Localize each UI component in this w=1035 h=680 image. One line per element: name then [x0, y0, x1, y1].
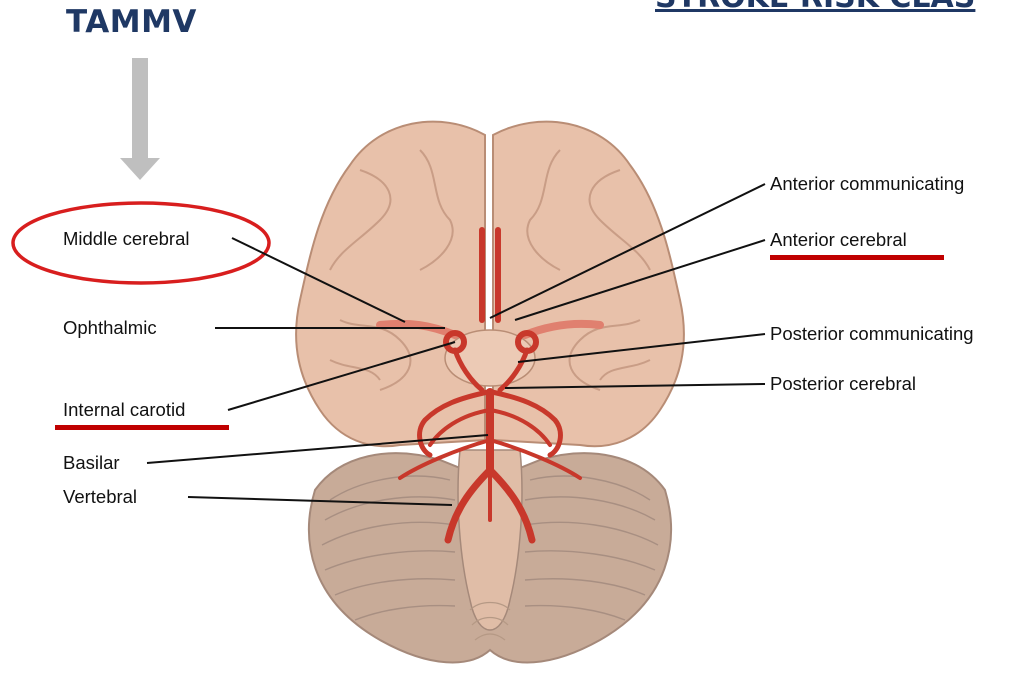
label-anterior-cerebral: Anterior cerebral	[770, 231, 907, 250]
label-basilar: Basilar	[63, 454, 120, 473]
label-vertebral: Vertebral	[63, 488, 137, 507]
anterior-cerebral-underline	[770, 255, 944, 260]
internal-carotid-underline	[55, 425, 229, 430]
label-ophthalmic: Ophthalmic	[63, 319, 157, 338]
label-internal-carotid: Internal carotid	[63, 401, 185, 420]
label-anterior-communicating: Anterior communicating	[770, 175, 964, 194]
label-posterior-cerebral: Posterior cerebral	[770, 375, 916, 394]
label-middle-cerebral: Middle cerebral	[63, 230, 189, 249]
down-arrow-icon	[120, 58, 160, 180]
label-posterior-communicating: Posterior communicating	[770, 325, 974, 344]
